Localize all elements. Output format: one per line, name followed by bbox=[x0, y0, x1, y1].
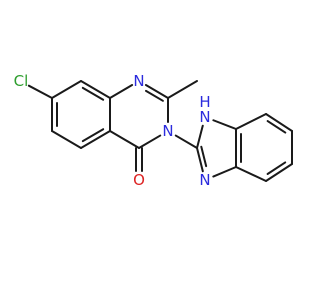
bond bbox=[212, 119, 237, 130]
bond bbox=[235, 113, 267, 130]
bond bbox=[109, 130, 140, 149]
bond-inner bbox=[266, 120, 287, 134]
bond bbox=[196, 147, 204, 173]
bond-inner bbox=[266, 161, 287, 175]
nh-nitrogen-label: N bbox=[199, 108, 210, 126]
bond bbox=[109, 84, 134, 99]
bond bbox=[80, 130, 111, 149]
bond bbox=[80, 80, 111, 99]
n3-atom-label: N bbox=[162, 122, 173, 140]
bond-inner bbox=[81, 86, 105, 101]
oxygen-atom-label: O bbox=[133, 171, 145, 189]
n1-atom-label: N bbox=[133, 72, 144, 90]
nh-hydrogen-label: H bbox=[199, 93, 210, 111]
bond bbox=[138, 134, 162, 149]
bond bbox=[51, 80, 82, 99]
imidazole-nitrogen-label: N bbox=[199, 171, 210, 189]
bond bbox=[51, 130, 82, 149]
bond-inner bbox=[200, 145, 208, 168]
bond bbox=[196, 124, 204, 149]
bond bbox=[212, 166, 237, 178]
bond-inner bbox=[81, 128, 105, 143]
chlorine-atom-label: Cl bbox=[14, 72, 29, 90]
bond bbox=[27, 84, 53, 99]
bond-inner bbox=[144, 89, 164, 102]
bond bbox=[167, 80, 198, 99]
bond bbox=[265, 113, 293, 132]
bond bbox=[265, 163, 293, 182]
bond bbox=[235, 166, 267, 182]
bond bbox=[144, 84, 169, 99]
bond bbox=[174, 134, 198, 149]
